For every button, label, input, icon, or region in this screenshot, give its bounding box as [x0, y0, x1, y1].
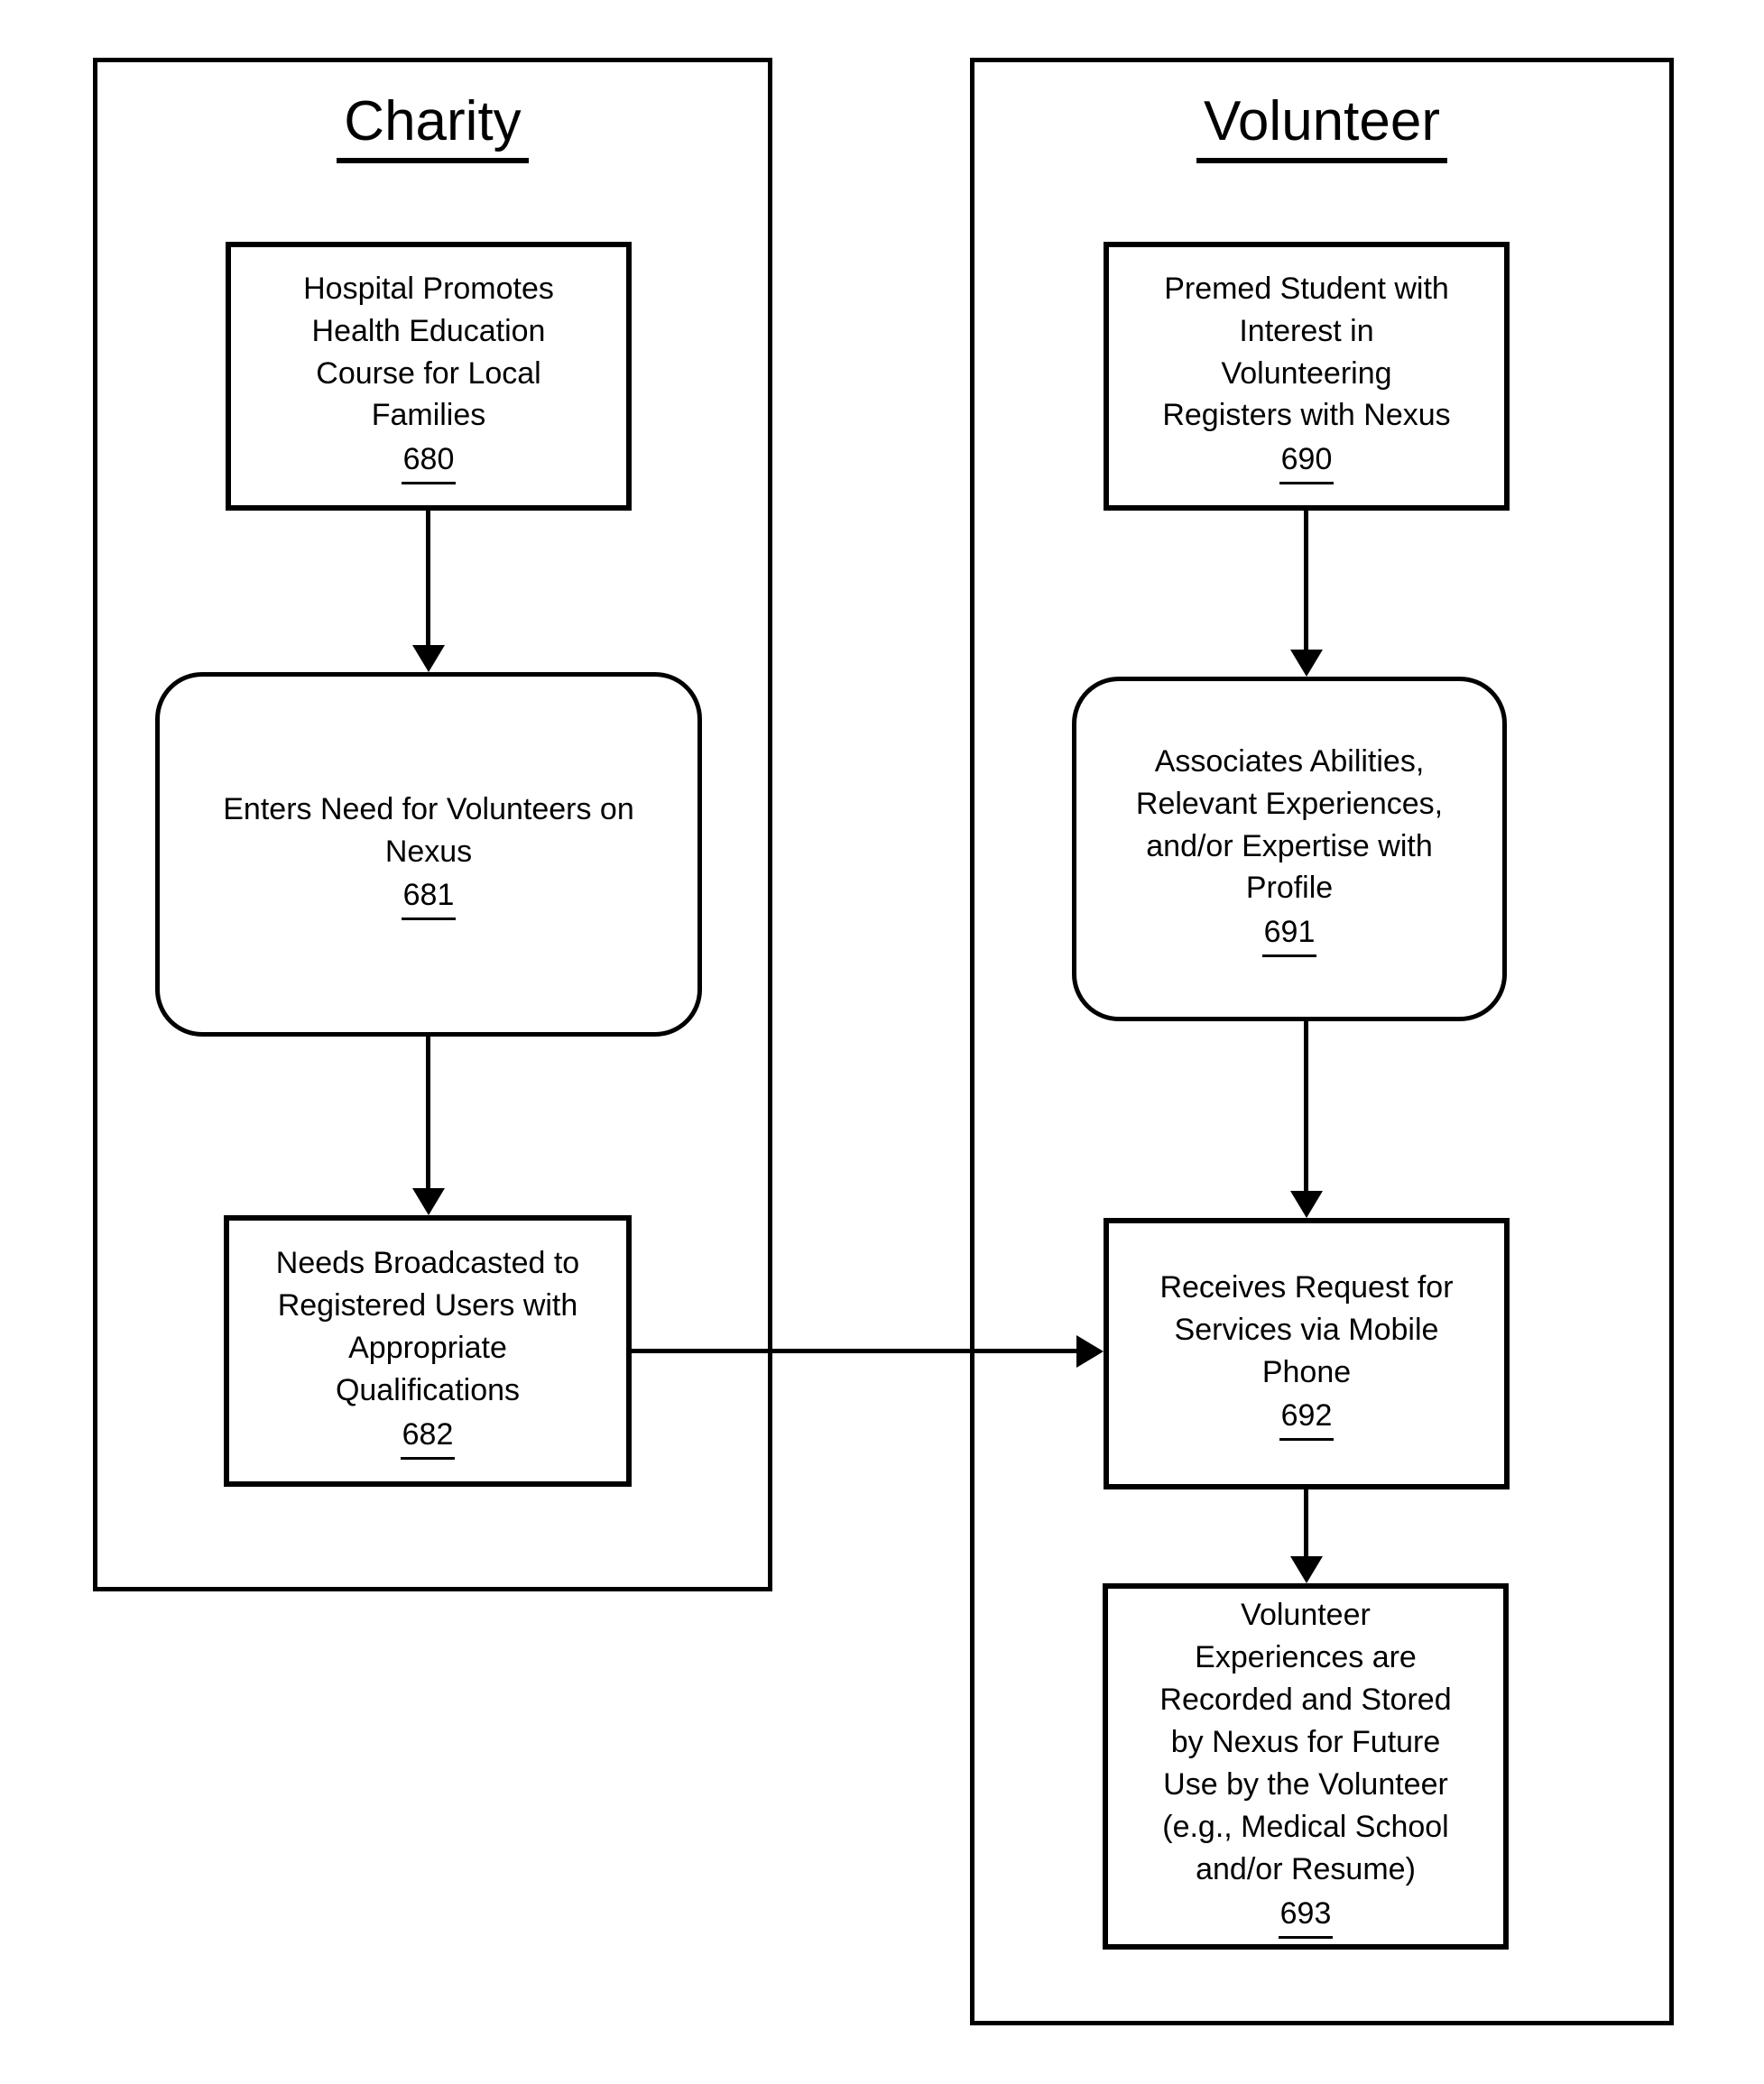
volunteer-lane-title-text: Volunteer	[1196, 90, 1447, 164]
node-680-label: Hospital Promotes Health Education Cours…	[303, 271, 554, 433]
node-680-ref: 680	[401, 438, 457, 485]
node-681-label: Enters Need for Volunteers on Nexus	[223, 791, 634, 869]
node-690: Premed Student with Interest in Voluntee…	[1104, 242, 1510, 511]
node-682-label: Needs Broadcasted to Registered Users wi…	[275, 1246, 580, 1407]
node-693-label: Volunteer Experiences are Recorded and S…	[1159, 1598, 1452, 1886]
arrow-680-to-681	[426, 511, 430, 645]
node-692: Receives Request for Services via Mobile…	[1104, 1218, 1510, 1489]
node-693: Volunteer Experiences are Recorded and S…	[1103, 1583, 1509, 1950]
charity-lane-title: Charity	[97, 90, 768, 164]
node-692-label: Receives Request for Services via Mobile…	[1159, 1269, 1454, 1389]
arrow-682-to-692	[632, 1349, 1076, 1353]
node-690-label: Premed Student with Interest in Voluntee…	[1162, 271, 1451, 433]
arrow-692-to-693	[1304, 1489, 1308, 1556]
node-693-ref: 693	[1278, 1893, 1334, 1939]
node-680: Hospital Promotes Health Education Cours…	[226, 242, 632, 511]
arrow-681-to-682	[426, 1036, 430, 1188]
node-681: Enters Need for Volunteers on Nexus 681	[155, 672, 702, 1037]
arrow-690-to-691	[1304, 511, 1308, 650]
node-690-ref: 690	[1279, 438, 1335, 485]
arrow-691-to-692	[1304, 1020, 1308, 1191]
node-682-ref: 682	[400, 1414, 456, 1460]
node-691-ref: 691	[1261, 911, 1317, 958]
volunteer-lane-title: Volunteer	[974, 90, 1669, 164]
node-691: Associates Abilities, Relevant Experienc…	[1072, 677, 1507, 1021]
node-682: Needs Broadcasted to Registered Users wi…	[224, 1215, 632, 1487]
node-681-ref: 681	[401, 874, 457, 921]
node-692-ref: 692	[1279, 1395, 1335, 1442]
node-691-label: Associates Abilities, Relevant Experienc…	[1135, 743, 1444, 906]
charity-lane-title-text: Charity	[337, 90, 529, 164]
